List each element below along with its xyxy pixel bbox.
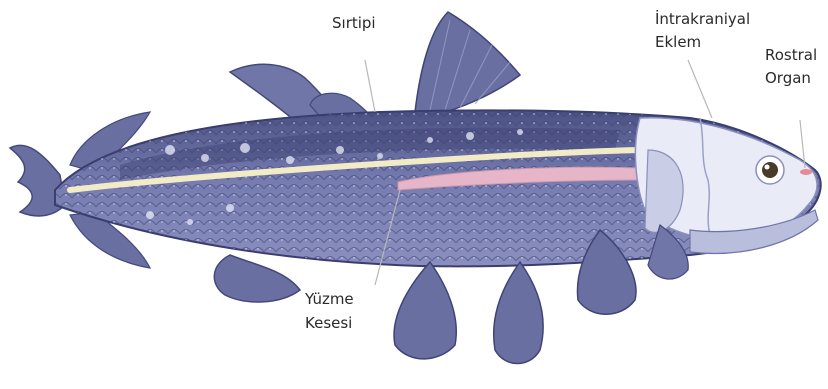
pelvic-fin: [394, 262, 456, 359]
pupil: [762, 162, 778, 178]
leader-line-intracranial: [688, 60, 712, 118]
label-line-1: Rostral: [765, 48, 817, 63]
label-rostral-organ: Rostral Organ: [765, 48, 817, 86]
eye-highlight: [765, 165, 770, 170]
label-line-1: İntrakraniyal: [655, 12, 750, 27]
anal-fin: [214, 255, 300, 302]
label-line-1: Yüzme: [305, 292, 354, 307]
rostral-organ: [800, 169, 812, 175]
label-line-2: Eklem: [655, 35, 750, 50]
pelvic-fin-lobe: [494, 262, 543, 364]
first-dorsal-fin: [415, 12, 520, 112]
label-swim-bladder: Yüzme Kesesi: [305, 292, 354, 331]
label-line-2: Organ: [765, 71, 817, 86]
label-dorsal-fin: Sırtipi: [332, 16, 376, 31]
label-intracranial-joint: İntrakraniyal Eklem: [655, 12, 750, 50]
label-line-2: Kesesi: [305, 316, 354, 331]
leader-line-sirtipi: [365, 60, 375, 112]
